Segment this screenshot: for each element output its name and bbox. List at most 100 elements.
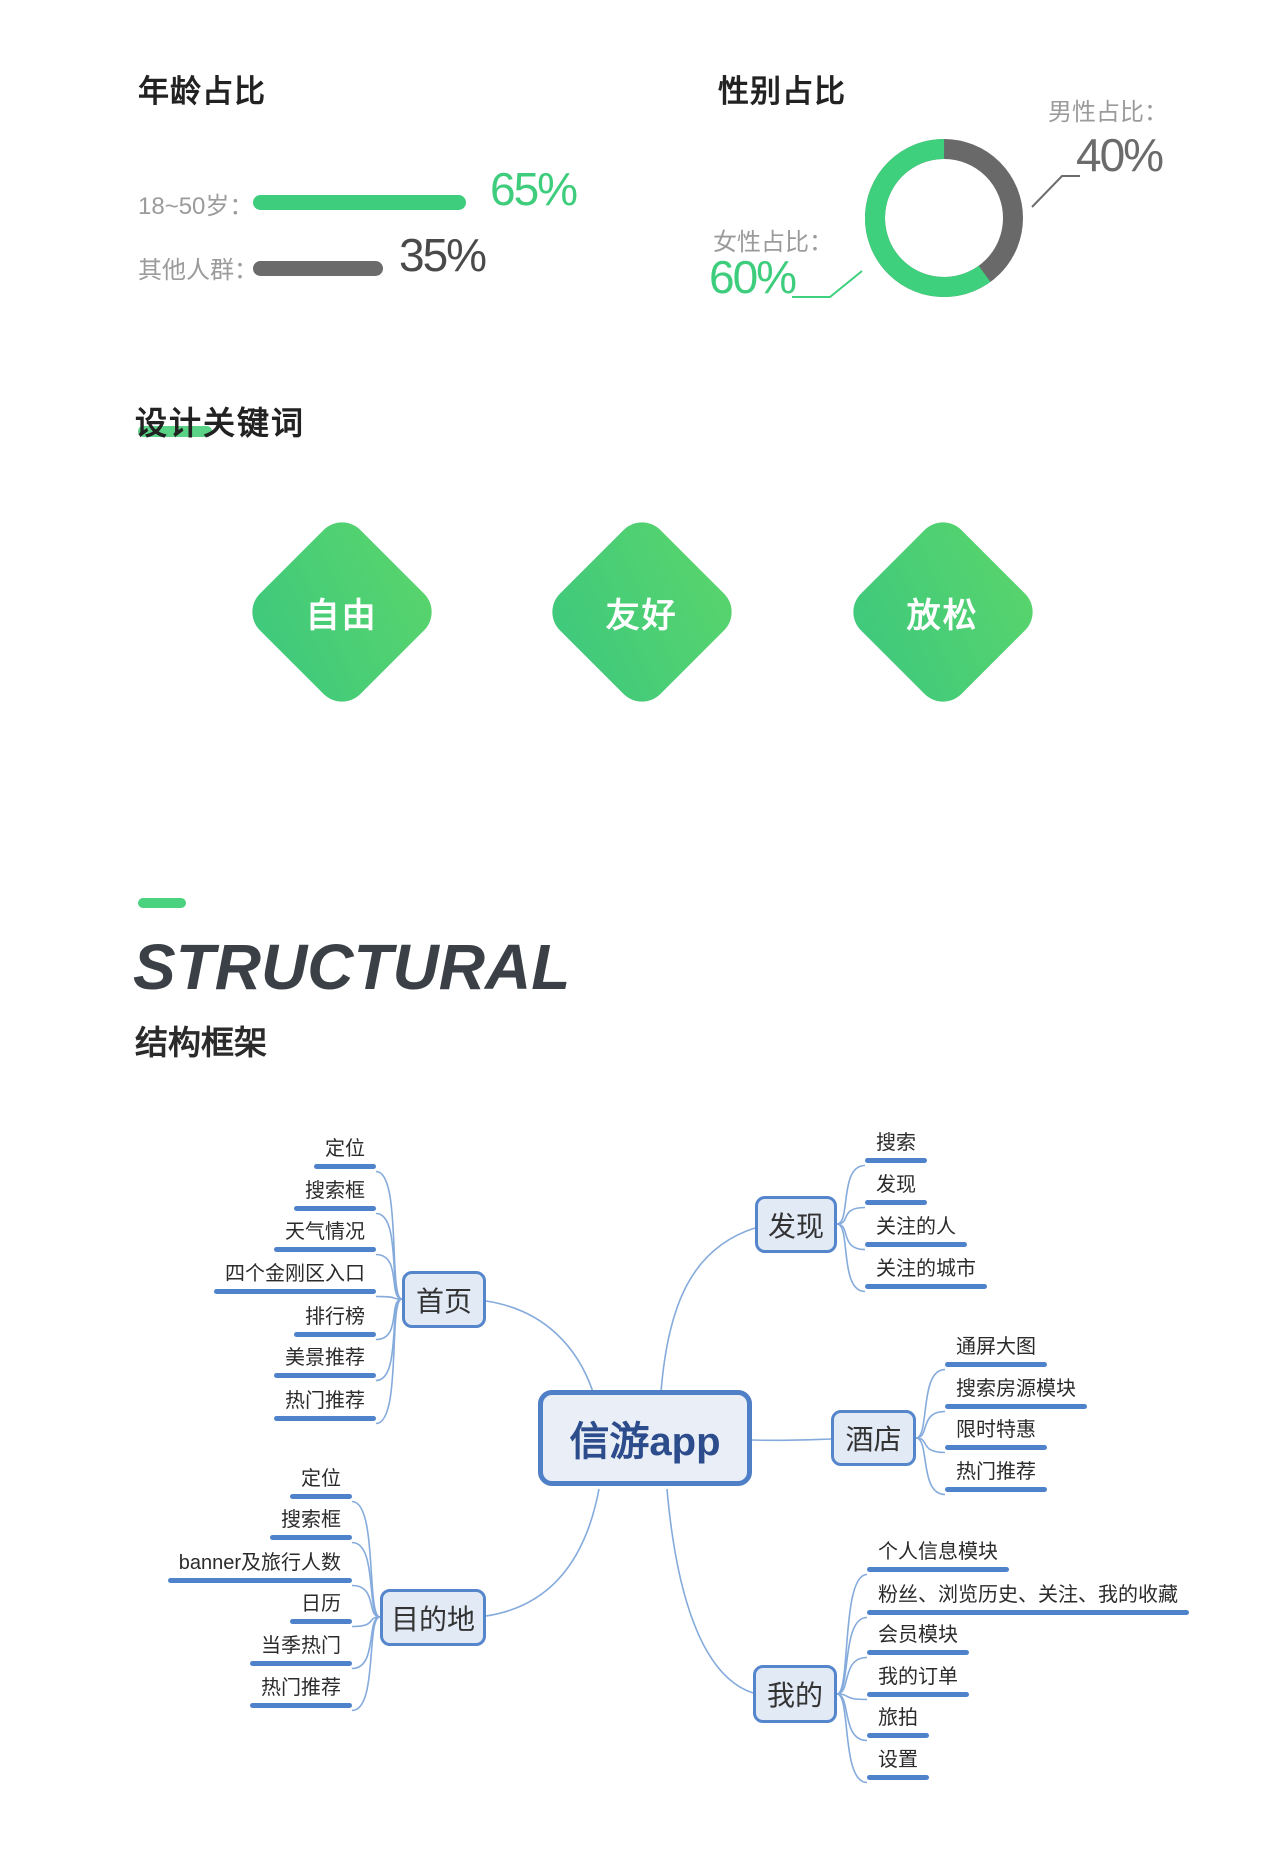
mindmap-leaf-connector (351, 1616, 381, 1670)
age-row2-value: 35% (399, 229, 487, 281)
mindmap-leaf-label: 会员模块 (878, 1624, 958, 1646)
mindmap-main-connector (751, 1438, 832, 1442)
mindmap-leaf-label: 搜索框 (281, 1509, 341, 1531)
mindmap-leaf-underline (867, 1567, 1009, 1572)
age-row2-label: 其他人群： (138, 257, 258, 284)
mindmap-branch-mine: 我的 (753, 1665, 837, 1723)
mindmap-leaf: 设置 (867, 1747, 929, 1780)
mindmap-leaf-connector (915, 1368, 946, 1439)
mindmap-leaf: 我的订单 (867, 1664, 969, 1697)
mindmap-leaf: 关注的城市 (865, 1256, 987, 1289)
keyword-1: 自由 (306, 596, 378, 635)
gender-donut-chart (792, 139, 1080, 298)
mindmap-leaf: 美景推荐 (274, 1345, 376, 1378)
mindmap-leaf: 限时特惠 (945, 1417, 1047, 1450)
mindmap-leaf-connector (836, 1573, 868, 1695)
keyword-2: 友好 (606, 596, 678, 635)
mindmap-leaf-underline (294, 1206, 376, 1211)
mindmap-leaf: 通屏大图 (945, 1334, 1047, 1367)
mindmap-leaf: 搜索框 (270, 1507, 352, 1540)
mindmap-leaf-connector (351, 1541, 381, 1618)
mindmap-leaf-connector (836, 1693, 868, 1701)
mindmap-leaf-label: 热门推荐 (285, 1390, 365, 1412)
male-leader-line (1031, 175, 1080, 208)
mindmap-main-connector (485, 1300, 594, 1393)
mindmap-leaf-underline (865, 1242, 967, 1247)
mindmap-main-connector (660, 1227, 756, 1393)
mindmap-leaf-connector (351, 1500, 381, 1618)
mindmap-leaf-connector (915, 1437, 946, 1454)
mindmap-leaf-connector (351, 1616, 381, 1628)
gender-section-title: 性别占比 (718, 74, 846, 109)
female-value: 60% (709, 251, 797, 303)
keyword-diamond-2: 友好 (541, 511, 743, 713)
male-value: 40% (1076, 129, 1164, 181)
mindmap-leaf-label: 关注的城市 (876, 1258, 976, 1280)
mindmap-branch-home: 首页 (402, 1271, 486, 1328)
mindmap-branch-discover: 发现 (755, 1196, 837, 1253)
mindmap-leaf-underline (945, 1404, 1087, 1409)
mindmap-leaf: 定位 (290, 1466, 352, 1499)
mindmap-leaf-connector (836, 1223, 866, 1251)
mindmap-leaf: 热门推荐 (274, 1388, 376, 1421)
mindmap-leaf-label: 发现 (876, 1174, 916, 1196)
mindmap-leaf: banner及旅行人数 (167, 1550, 352, 1583)
male-label: 男性占比： (1048, 99, 1168, 126)
mindmap-leaf-label: 四个金刚区入口 (225, 1263, 365, 1285)
female-leader-line (792, 270, 863, 298)
mindmap-leaf-underline (290, 1494, 352, 1499)
mindmap-leaf-underline (214, 1289, 376, 1294)
mindmap-leaf-underline (867, 1650, 969, 1655)
mindmap-leaf-label: 我的订单 (878, 1666, 958, 1688)
mindmap-leaf-connector (836, 1693, 868, 1742)
structural-title-zh: 结构框架 (135, 1024, 267, 1061)
mindmap-leaf-connector (915, 1437, 946, 1496)
mindmap-leaf-connector (375, 1298, 403, 1425)
mindmap-main-connector (485, 1488, 600, 1617)
mindmap-leaf-label: 当季热门 (261, 1635, 341, 1657)
mindmap-leaf-label: 排行榜 (305, 1306, 365, 1328)
mindmap-leaf-underline (270, 1535, 352, 1540)
mindmap-leaf: 搜索框 (294, 1178, 376, 1211)
mindmap-leaf: 当季热门 (250, 1633, 352, 1666)
mindmap-leaf-connector (375, 1170, 403, 1300)
mindmap-leaf-connector (836, 1616, 868, 1695)
mindmap-leaf-underline (167, 1578, 352, 1583)
mindmap-leaf-connector (375, 1212, 403, 1300)
mindmap-leaf: 定位 (314, 1136, 376, 1169)
mindmap-leaf-label: 粉丝、浏览历史、关注、我的收藏 (878, 1584, 1178, 1606)
mindmap-leaf-underline (314, 1164, 376, 1169)
age-row1-label: 18~50岁： (138, 193, 254, 220)
mindmap-branch-hotel: 酒店 (831, 1410, 916, 1466)
mindmap-leaf: 发现 (865, 1172, 927, 1205)
mindmap-leaf: 个人信息模块 (867, 1539, 1009, 1572)
mindmap-leaf-underline (274, 1416, 376, 1421)
mindmap-leaf-underline (274, 1247, 376, 1252)
mindmap-leaf: 热门推荐 (250, 1675, 352, 1708)
mindmap-leaf-underline (865, 1284, 987, 1289)
mindmap-leaf-label: 天气情况 (285, 1221, 365, 1243)
mindmap-leaf-label: 个人信息模块 (878, 1541, 998, 1563)
mindmap-leaf: 日历 (290, 1591, 352, 1624)
keyword-3: 放松 (907, 596, 979, 635)
mindmap-leaf-connector (836, 1656, 868, 1695)
mindmap-leaf-connector (375, 1298, 403, 1382)
age-row1-value: 65% (490, 163, 578, 215)
mindmap-leaf-underline (945, 1445, 1047, 1450)
mindmap-leaf-label: 搜索 (876, 1132, 916, 1154)
mindmap-leaf: 排行榜 (294, 1304, 376, 1337)
mindmap-leaf-underline (867, 1733, 929, 1738)
mindmap-leaf: 关注的人 (865, 1214, 967, 1247)
age-row1-bar (253, 195, 466, 210)
mindmap-leaf-connector (915, 1410, 946, 1439)
mindmap-leaf-label: 旅拍 (878, 1707, 918, 1729)
mindmap-leaf-label: 热门推荐 (261, 1677, 341, 1699)
keywords-section-title: 设计关键词 (135, 405, 306, 441)
mindmap-leaf-connector (836, 1164, 866, 1225)
mindmap-leaf-underline (945, 1487, 1047, 1492)
mindmap-branch-destination: 目的地 (380, 1589, 486, 1646)
mindmap-leaf-underline (867, 1610, 1189, 1615)
mindmap-leaf-connector (375, 1295, 403, 1300)
mindmap-leaf-label: 设置 (878, 1749, 918, 1771)
mindmap-leaf-label: 限时特惠 (956, 1419, 1036, 1441)
